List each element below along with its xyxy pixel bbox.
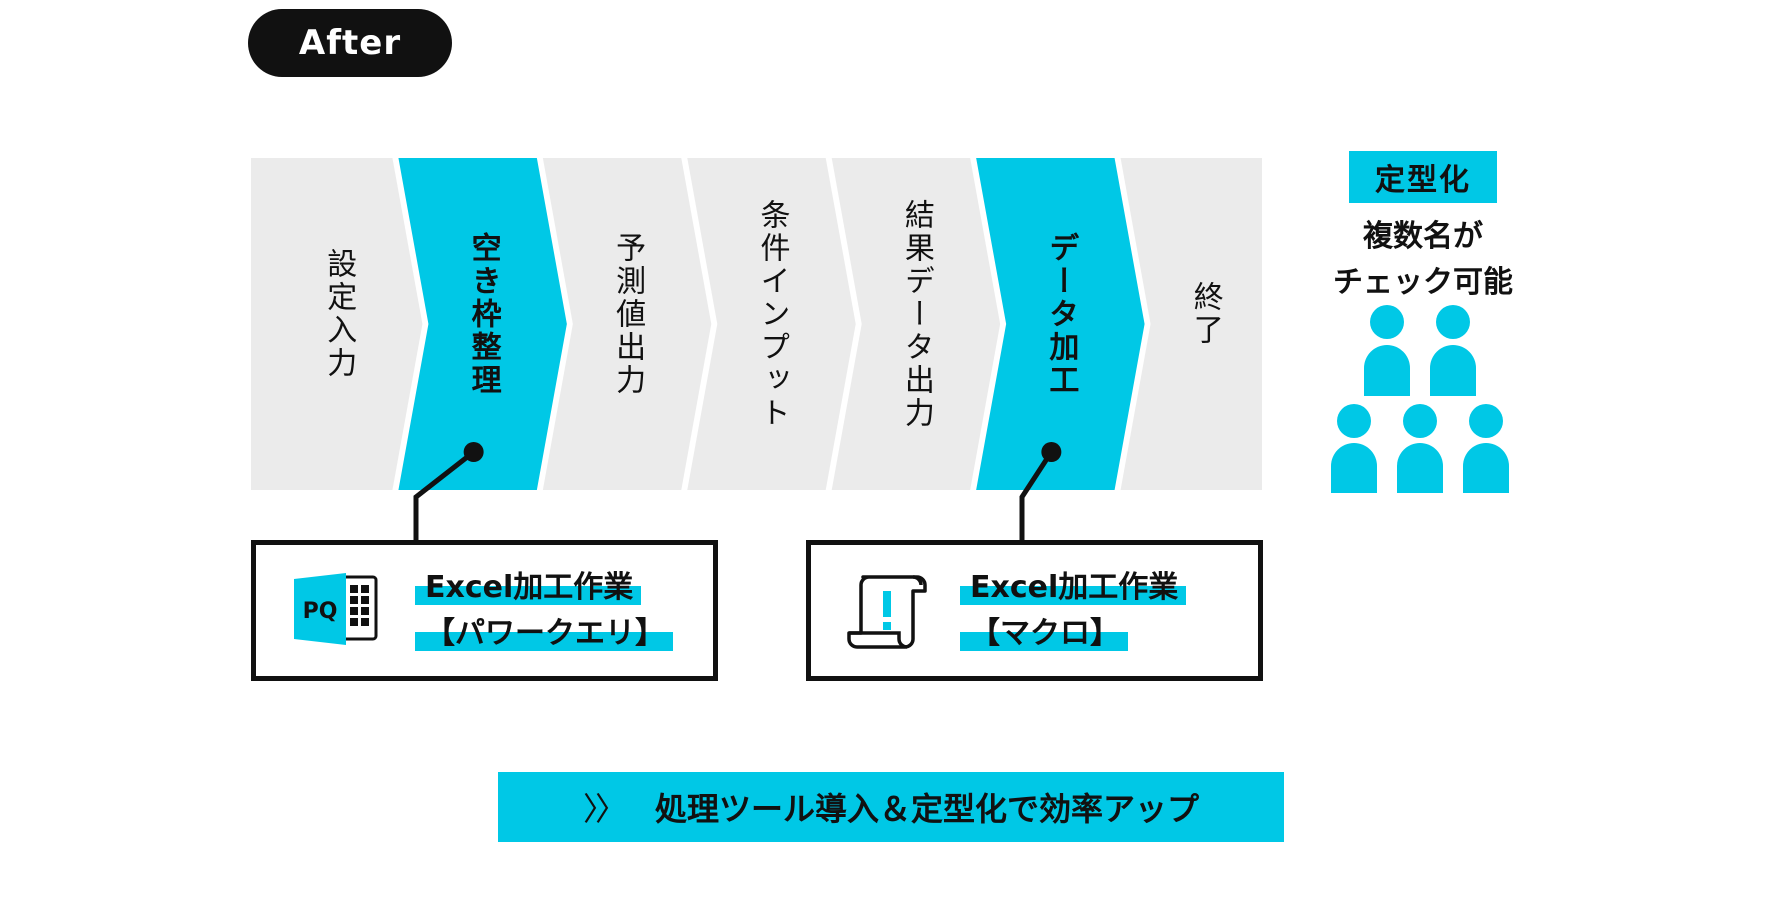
process-step-3 <box>542 158 712 490</box>
people-group-icon <box>1331 305 1509 493</box>
step-label-condition-input: 条件インプット <box>754 198 790 430</box>
process-step-5 <box>831 158 1001 490</box>
step-label-slot-organize: 空き枠整理 <box>465 231 501 397</box>
callout-connectors <box>413 442 1062 540</box>
tool-box-power-query: PQ Excel加工作業 【パワークエリ】 <box>251 540 718 681</box>
process-step-2 <box>398 158 567 490</box>
process-step-7 <box>1120 158 1262 490</box>
summary-banner: 〉〉 処理ツール導入＆定型化で効率アップ <box>498 772 1284 842</box>
step-label-settings-input: 設定入力 <box>321 248 357 380</box>
standardization-description: 複数名が チェック可能 <box>1313 214 1533 306</box>
tool-box-macro: Excel加工作業 【マクロ】 <box>806 540 1263 681</box>
tool-line-1: Excel加工作業 <box>415 571 642 605</box>
standardization-line-1: 複数名が <box>1363 219 1483 254</box>
double-chevron-icon: 〉〉 <box>582 790 627 828</box>
summary-text: 処理ツール導入＆定型化で効率アップ <box>655 790 1200 828</box>
tool-line-1: Excel加工作業 <box>960 571 1187 605</box>
process-step-6 <box>976 158 1145 490</box>
standardization-line-2: チェック可能 <box>1333 265 1513 300</box>
step-label-forecast-output: 予測値出力 <box>610 231 646 397</box>
callout-dot <box>463 442 484 462</box>
callout-line <box>413 450 476 540</box>
process-step-1 <box>251 158 423 490</box>
step-label-end: 終了 <box>1187 281 1223 347</box>
callout-line <box>1019 450 1054 540</box>
macro-scroll-icon <box>847 575 927 649</box>
tool-line-2: 【パワークエリ】 <box>415 617 673 651</box>
process-chevrons <box>251 158 1262 490</box>
power-query-icon: PQ <box>294 573 378 645</box>
process-step-4 <box>687 158 856 490</box>
callout-dot <box>1041 442 1062 462</box>
standardization-badge: 定型化 <box>1349 151 1497 203</box>
svg-text:PQ: PQ <box>303 599 338 624</box>
tool-line-2: 【マクロ】 <box>960 617 1128 651</box>
step-label-data-processing: データ加工 <box>1043 231 1079 397</box>
after-badge: After <box>248 9 452 77</box>
step-label-result-output: 結果データ出力 <box>898 198 934 430</box>
